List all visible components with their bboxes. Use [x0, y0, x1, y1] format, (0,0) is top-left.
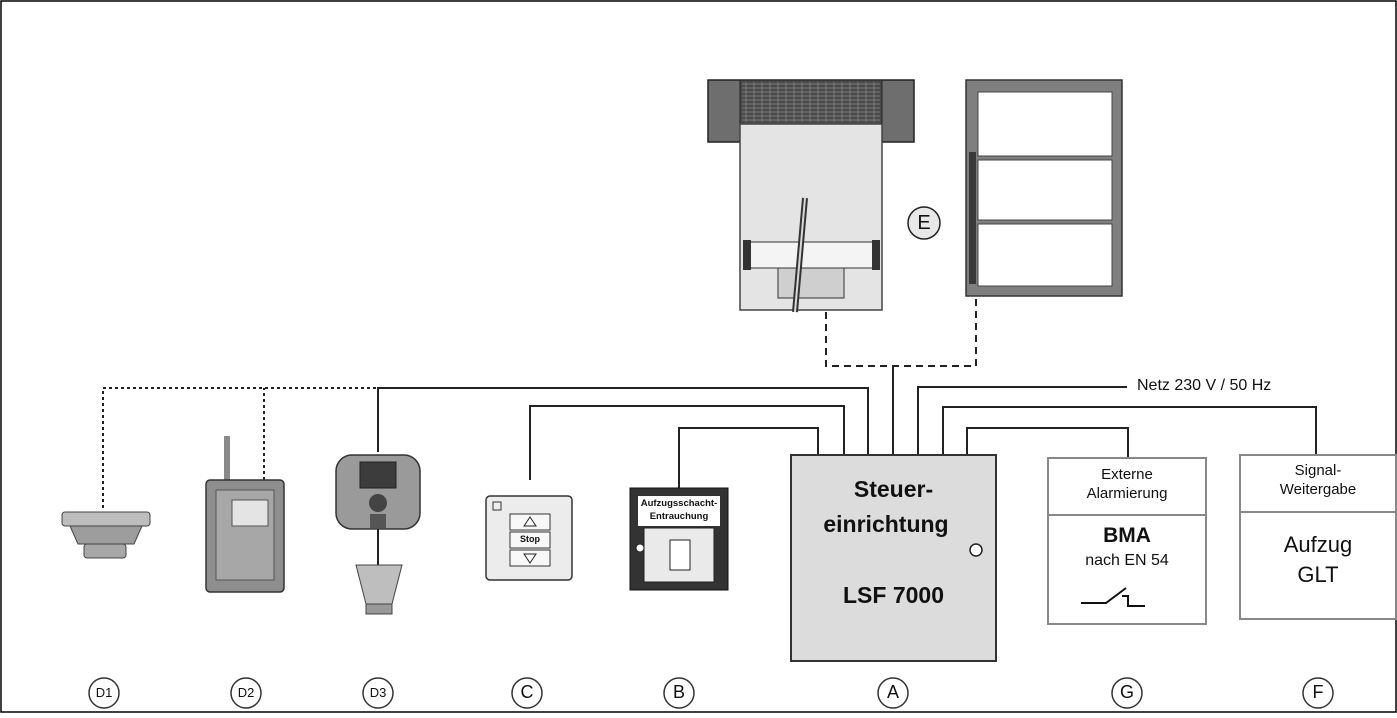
signal-line2: GLT — [1297, 562, 1339, 587]
wire-g — [966, 427, 1129, 458]
control-box-device — [205, 436, 285, 593]
marker-circle-f — [1302, 677, 1334, 709]
controller-box — [790, 454, 997, 662]
wire-e-dashed — [825, 298, 977, 367]
device-marker-circles — [88, 677, 1334, 709]
wire-d1 — [102, 387, 378, 508]
wire-b — [678, 427, 819, 488]
controller-title-line1: Steuer- — [853, 476, 934, 502]
mains-label: Netz 230 V / 50 Hz — [1137, 377, 1272, 394]
device-label-f: F — [1312, 682, 1324, 702]
device-label-c: C — [520, 682, 534, 702]
wire-f — [942, 406, 1317, 455]
marker-circle-a — [877, 677, 909, 709]
device-label-g: G — [1119, 682, 1134, 702]
bma-norm-label: nach EN 54 — [1085, 552, 1169, 569]
device-label-d3: D3 — [369, 685, 387, 700]
switch-panel-device — [485, 495, 573, 581]
wire-d3 — [377, 387, 869, 455]
smoke-detector-device — [61, 511, 151, 559]
external-alarm-header-line2: Alarmierung — [1086, 485, 1168, 502]
marker-circle-d3 — [362, 677, 394, 709]
signal-header-line2: Weitergabe — [1279, 481, 1357, 498]
panel-c-stop-label: Stop — [520, 534, 540, 544]
device-label-b: B — [672, 682, 685, 702]
marker-circle-c — [511, 677, 543, 709]
marker-circle-b — [663, 677, 695, 709]
signal-header-line1: Signal- — [1294, 462, 1342, 479]
marker-circle-d2 — [230, 677, 262, 709]
switch-contact-symbol — [1081, 587, 1145, 607]
bma-label: BMA — [1103, 524, 1151, 547]
controller-led — [969, 543, 983, 557]
device-label-e: E — [917, 212, 931, 234]
device-label-d2: D2 — [237, 685, 255, 700]
signal-line1: Aufzug — [1283, 532, 1353, 557]
marker-circle-g — [1111, 677, 1143, 709]
device-label-d1: D1 — [95, 685, 113, 700]
panel-b-caption-line2: Entrauchung — [649, 511, 709, 522]
window-device — [965, 79, 1123, 297]
external-alarm-header-line1: Externe — [1101, 466, 1153, 483]
marker-circle-d1 — [88, 677, 120, 709]
panel-b-caption-line1: Aufzugsschacht- — [640, 498, 718, 509]
controller-title-line2: einrichtung — [823, 511, 949, 537]
device-marker-e-circle — [907, 206, 941, 240]
device-label-a: A — [886, 682, 899, 702]
smoke-vent-device — [707, 79, 915, 313]
wiring — [102, 298, 1317, 508]
wire-mains — [917, 386, 1127, 455]
controller-model: LSF 7000 — [843, 582, 944, 608]
signal-forwarding-box — [1239, 454, 1397, 620]
shaft-panel-device — [629, 487, 729, 591]
wire-c — [529, 405, 845, 480]
call-point-device — [335, 454, 421, 615]
